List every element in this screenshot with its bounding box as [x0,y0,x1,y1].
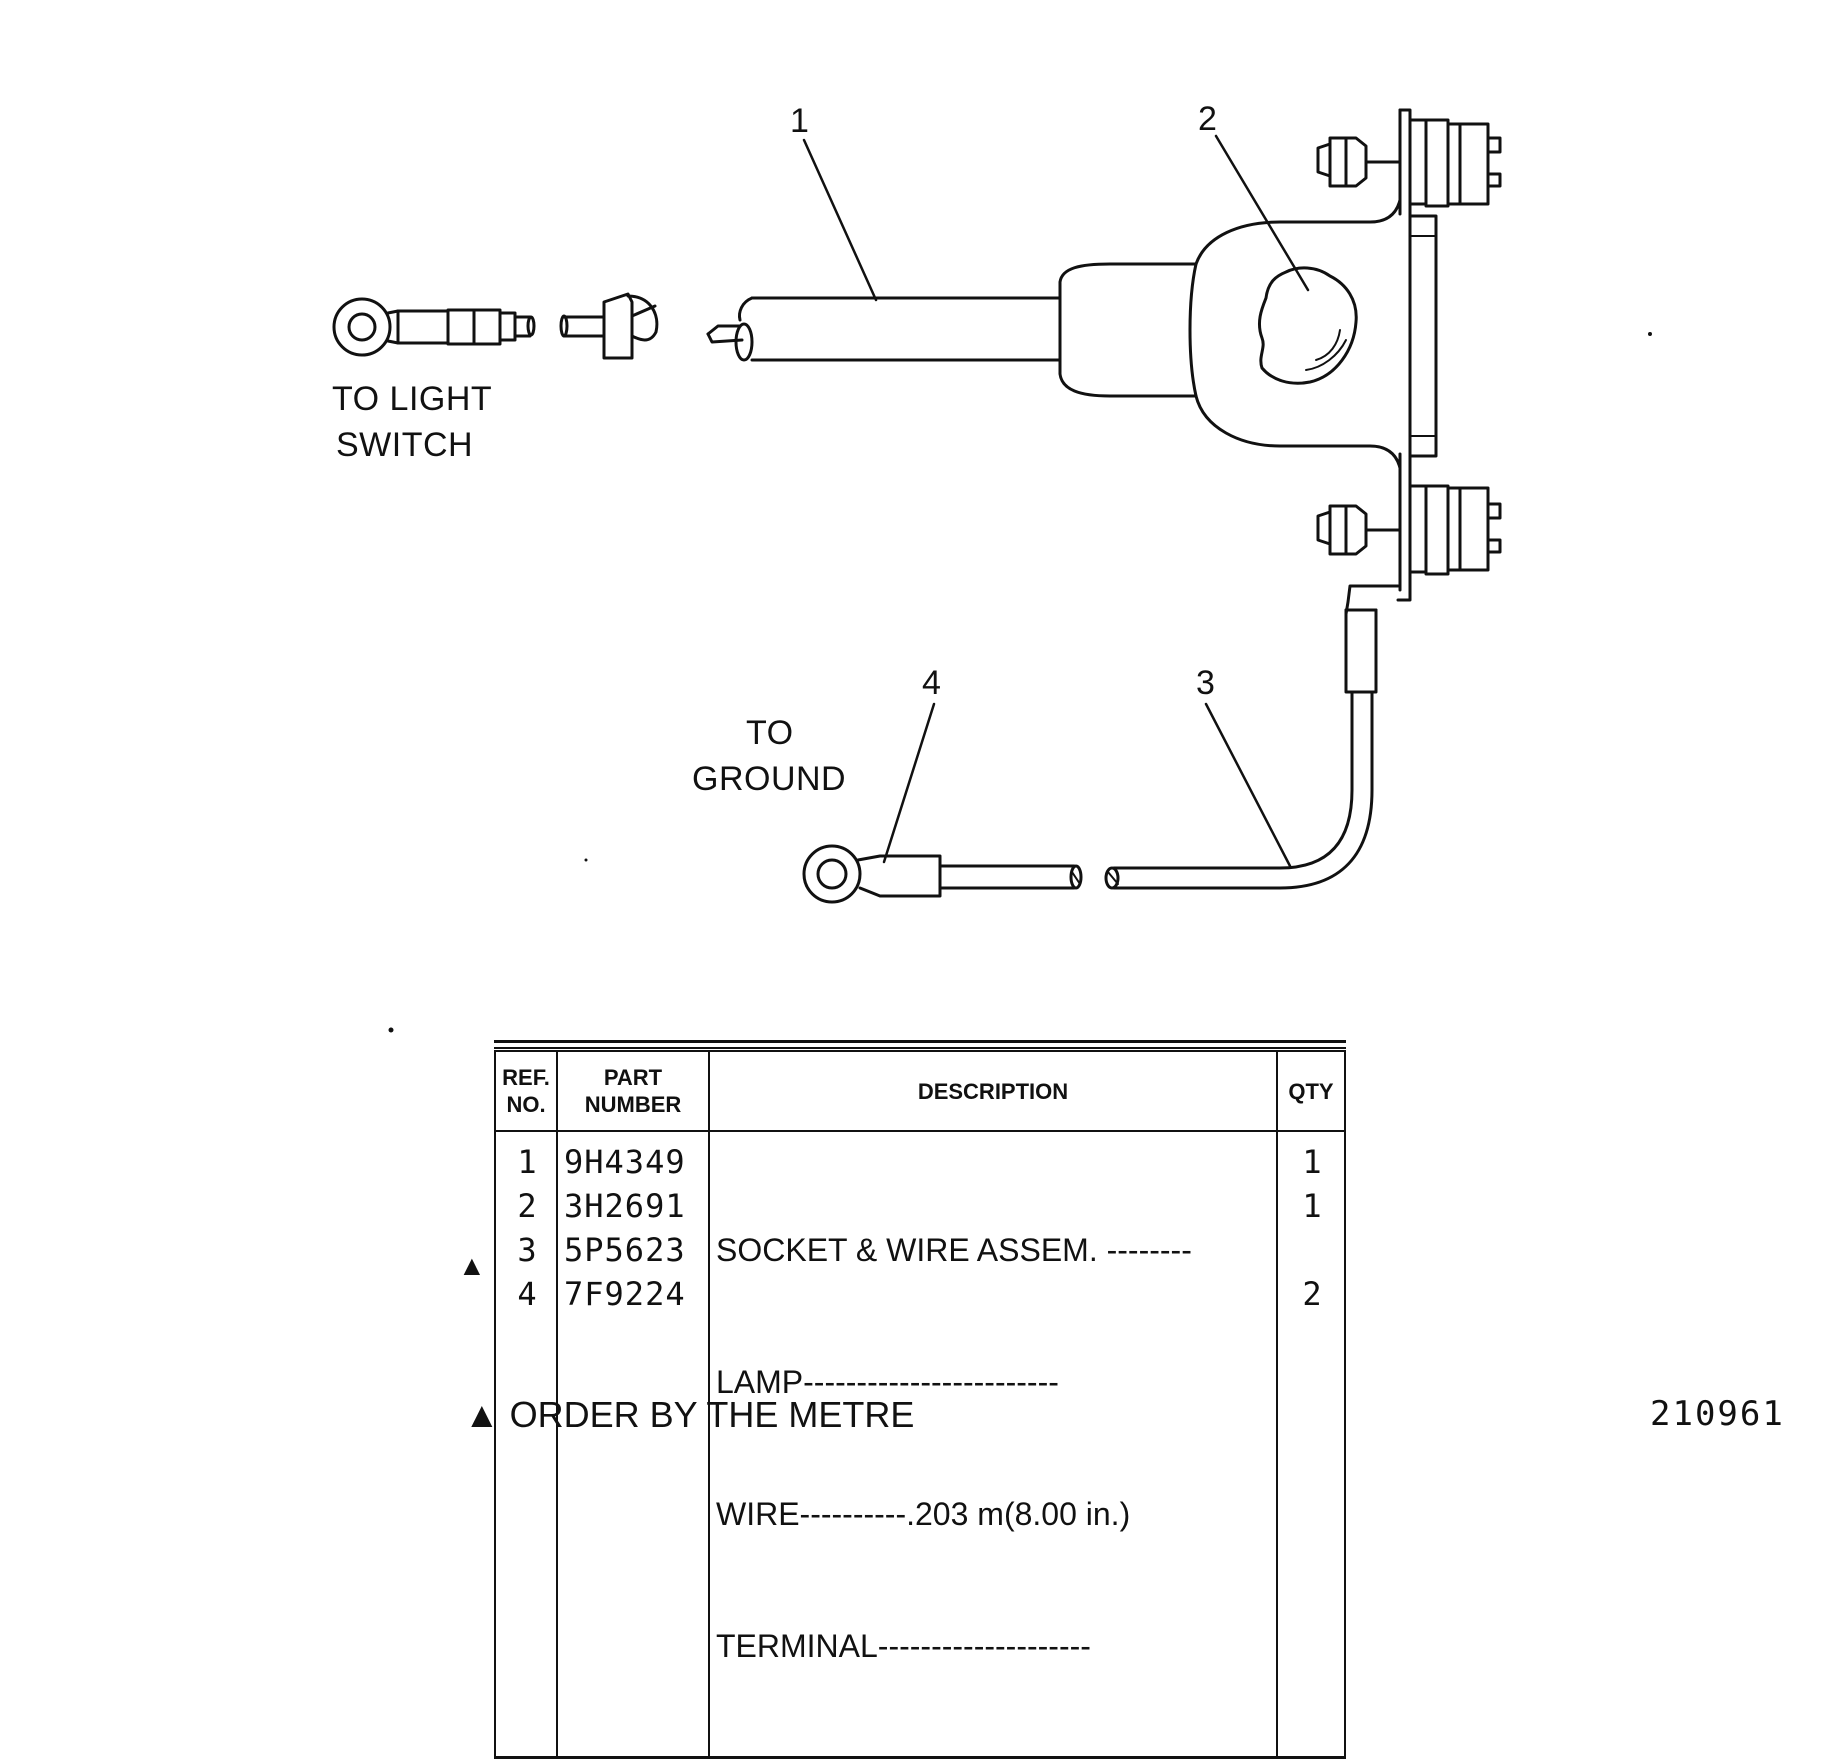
row-description: WIRE----------.203 m(8.00 in.) [716,1496,1131,1532]
qty-column: 1 1 2 [1276,1131,1346,1759]
row-part-number: 9H4349 [564,1143,686,1181]
header-ref-no: REF. NO. [494,1050,558,1132]
description-column: SOCKET & WIRE ASSEM. -------- LAMP------… [708,1131,1278,1759]
row-part-number: 5P5623 [564,1231,686,1269]
row-qty: 1 [1302,1143,1322,1181]
label-switch: SWITCH [336,426,473,464]
row-description: TERMINAL-------------------- [716,1628,1091,1664]
row-qty: 1 [1302,1187,1322,1225]
callout-1: 1 [790,102,809,140]
row-description: LAMP------------------------ [716,1364,1059,1400]
row-description: SOCKET & WIRE ASSEM. -------- [716,1232,1192,1268]
header-part-line1: PART [603,1065,663,1090]
figure-number: 210961 [1650,1394,1785,1434]
row-ref: 4 [517,1275,537,1313]
socket-wire-assembly [706,108,1502,694]
part-column: 9H4349 3H2691 5P5623 7F9224 [556,1131,710,1759]
label-to-light: TO LIGHT [332,380,492,418]
label-to: TO [746,714,794,752]
callout-3: 3 [1196,664,1215,702]
header-part-number: PART NUMBER [556,1050,710,1132]
row-part-number: 3H2691 [564,1187,686,1225]
light-switch-terminal [332,297,536,357]
table-body-row: 1 2 3 4 9H4349 3H2691 5P5623 7F9224 SOCK… [494,1131,1346,1759]
header-description: DESCRIPTION [708,1050,1278,1132]
row-part-number: 7F9224 [564,1275,686,1313]
row-ref: 3 [517,1231,537,1269]
header-ref-line2: NO. [506,1092,546,1117]
ref-column: 1 2 3 4 [494,1131,558,1759]
table-top-rule [494,1040,1346,1049]
row-qty: 2 [1302,1275,1322,1313]
row-ref: 2 [517,1187,537,1225]
callout-4: 4 [922,664,941,702]
header-ref-line1: REF. [502,1065,550,1090]
wire-connector [559,292,659,360]
label-ground: GROUND [692,760,846,798]
ground-terminal [802,844,1083,904]
header-part-line2: NUMBER [584,1092,682,1117]
parts-table: REF. NO. PART NUMBER DESCRIPTION QTY 1 2… [490,1040,1350,1759]
table-header-row: REF. NO. PART NUMBER DESCRIPTION QTY [494,1050,1346,1132]
leader-lines [802,134,1310,868]
callout-2: 2 [1198,100,1217,138]
footnote: ▲ ORDER BY THE METRE [464,1394,915,1435]
header-qty: QTY [1276,1050,1346,1132]
order-by-metre-marker: ▲ [458,1250,486,1281]
ground-wire [1104,690,1374,890]
row-ref: 1 [517,1143,537,1181]
parts-diagram: 1 2 3 4 TO LIGHT SWITCH TO GROUND [332,100,1652,1033]
row-qty [1284,1228,1340,1272]
